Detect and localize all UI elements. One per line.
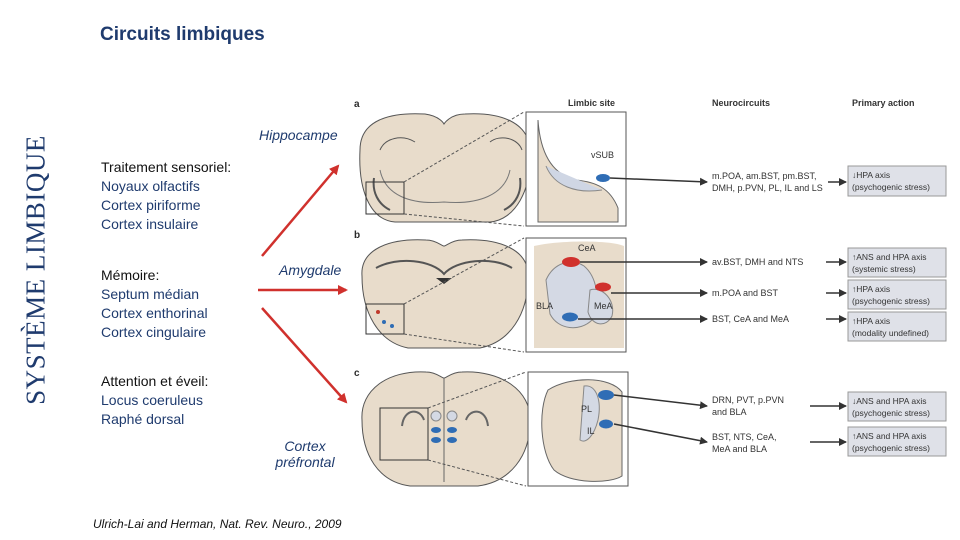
label-pl: PL: [581, 404, 592, 414]
action-box-1: [847, 247, 947, 278]
action-box-4: [847, 391, 947, 422]
cortex-prefrontal-label: Cortex préfrontal: [268, 438, 342, 470]
action-box-5: [847, 426, 947, 457]
panel-label-b: b: [354, 230, 360, 241]
action-3-l1: ↑HPA axis: [852, 316, 890, 326]
action-box-3: [847, 311, 947, 342]
mea-node: [595, 282, 611, 292]
limbic-circuits-figure: Limbic site Neurocircuits Primary action…: [354, 98, 947, 487]
neuro-0-l2: DMH, p.PVN, PL, IL and LS: [712, 183, 823, 193]
il-node: [599, 419, 613, 429]
attention-item: Locus coeruleus: [101, 392, 203, 408]
slide-title: Circuits limbiques: [100, 24, 265, 45]
cea-node: [562, 257, 580, 267]
hippocampe-label: Hippocampe: [259, 127, 338, 143]
pl-node: [598, 390, 614, 400]
action-3-l2: (modality undefined): [852, 328, 929, 338]
sensory-item: Noyaux olfactifs: [101, 178, 200, 194]
memory-item: Cortex cingulaire: [101, 324, 207, 340]
action-5-l1: ↑ANS and HPA axis: [852, 431, 927, 441]
brain-section-a: [359, 113, 531, 223]
attention-block: Attention et éveil: Locus coeruleus Raph…: [101, 372, 208, 429]
label-bla: BLA: [536, 301, 553, 311]
col-header-limbic: Limbic site: [568, 98, 615, 108]
action-4-l1: ↓ANS and HPA axis: [852, 396, 927, 406]
label-vsub: vSUB: [591, 150, 614, 160]
brain-section-b: [361, 239, 529, 349]
sensory-item: Cortex insulaire: [101, 216, 199, 232]
citation: Ulrich-Lai and Herman, Nat. Rev. Neuro.,…: [93, 517, 342, 531]
panel-label-a: a: [354, 99, 360, 110]
action-box-2: [847, 279, 947, 310]
cortex-label-line1: Cortex: [284, 438, 326, 454]
col-header-action: Primary action: [852, 98, 915, 108]
neuro-2: m.POA and BST: [712, 288, 779, 298]
action-box-0: [847, 165, 947, 197]
memory-block: Mémoire: Septum médian Cortex enthorinal…: [101, 266, 208, 342]
arrow-to-cortex: [261, 307, 348, 404]
neuro-5-l1: BST, NTS, CeA,: [712, 432, 777, 442]
action-0-l1: ↓HPA axis: [852, 170, 890, 180]
action-2-l2: (psychogenic stress): [852, 296, 930, 306]
memory-heading: Mémoire:: [101, 267, 160, 283]
neuro-1: av.BST, DMH and NTS: [712, 257, 803, 267]
neuro-4-l2: and BLA: [712, 407, 747, 417]
neuro-3: BST, CeA and MeA: [712, 314, 789, 324]
vsub-node: [596, 174, 610, 182]
action-0-l2: (psychogenic stress): [852, 182, 930, 192]
action-2-l1: ↑HPA axis: [852, 284, 890, 294]
neuro-5-l2: MeA and BLA: [712, 444, 767, 454]
sensory-block: Traitement sensoriel: Noyaux olfactifs C…: [101, 158, 231, 234]
action-5-l2: (psychogenic stress): [852, 443, 930, 453]
col-header-neuro: Neurocircuits: [712, 98, 770, 108]
action-1-l1: ↑ANS and HPA axis: [852, 252, 927, 262]
neuro-4-l1: DRN, PVT, p.PVN: [712, 395, 784, 405]
action-1-l2: (systemic stress): [852, 264, 916, 274]
label-cea: CeA: [578, 243, 596, 253]
neuro-0-l1: m.POA, am.BST, pm.BST,: [712, 171, 817, 181]
label-il: IL: [587, 426, 595, 436]
cortex-label-line2: préfrontal: [275, 454, 335, 470]
sensory-heading: Traitement sensoriel:: [101, 159, 232, 175]
arrow-to-hippocampe: [261, 164, 340, 257]
action-4-l2: (psychogenic stress): [852, 408, 930, 418]
memory-item: Cortex enthorinal: [101, 305, 208, 321]
label-mea: MeA: [594, 301, 613, 311]
attention-item: Raphé dorsal: [101, 411, 185, 427]
attention-heading: Attention et éveil:: [101, 373, 209, 389]
memory-item: Septum médian: [101, 286, 200, 302]
amygdale-label: Amygdale: [279, 262, 342, 278]
brain-section-c: [361, 371, 531, 487]
sensory-item: Cortex piriforme: [101, 197, 201, 213]
bla-node: [562, 312, 578, 322]
panel-label-c: c: [354, 368, 360, 379]
